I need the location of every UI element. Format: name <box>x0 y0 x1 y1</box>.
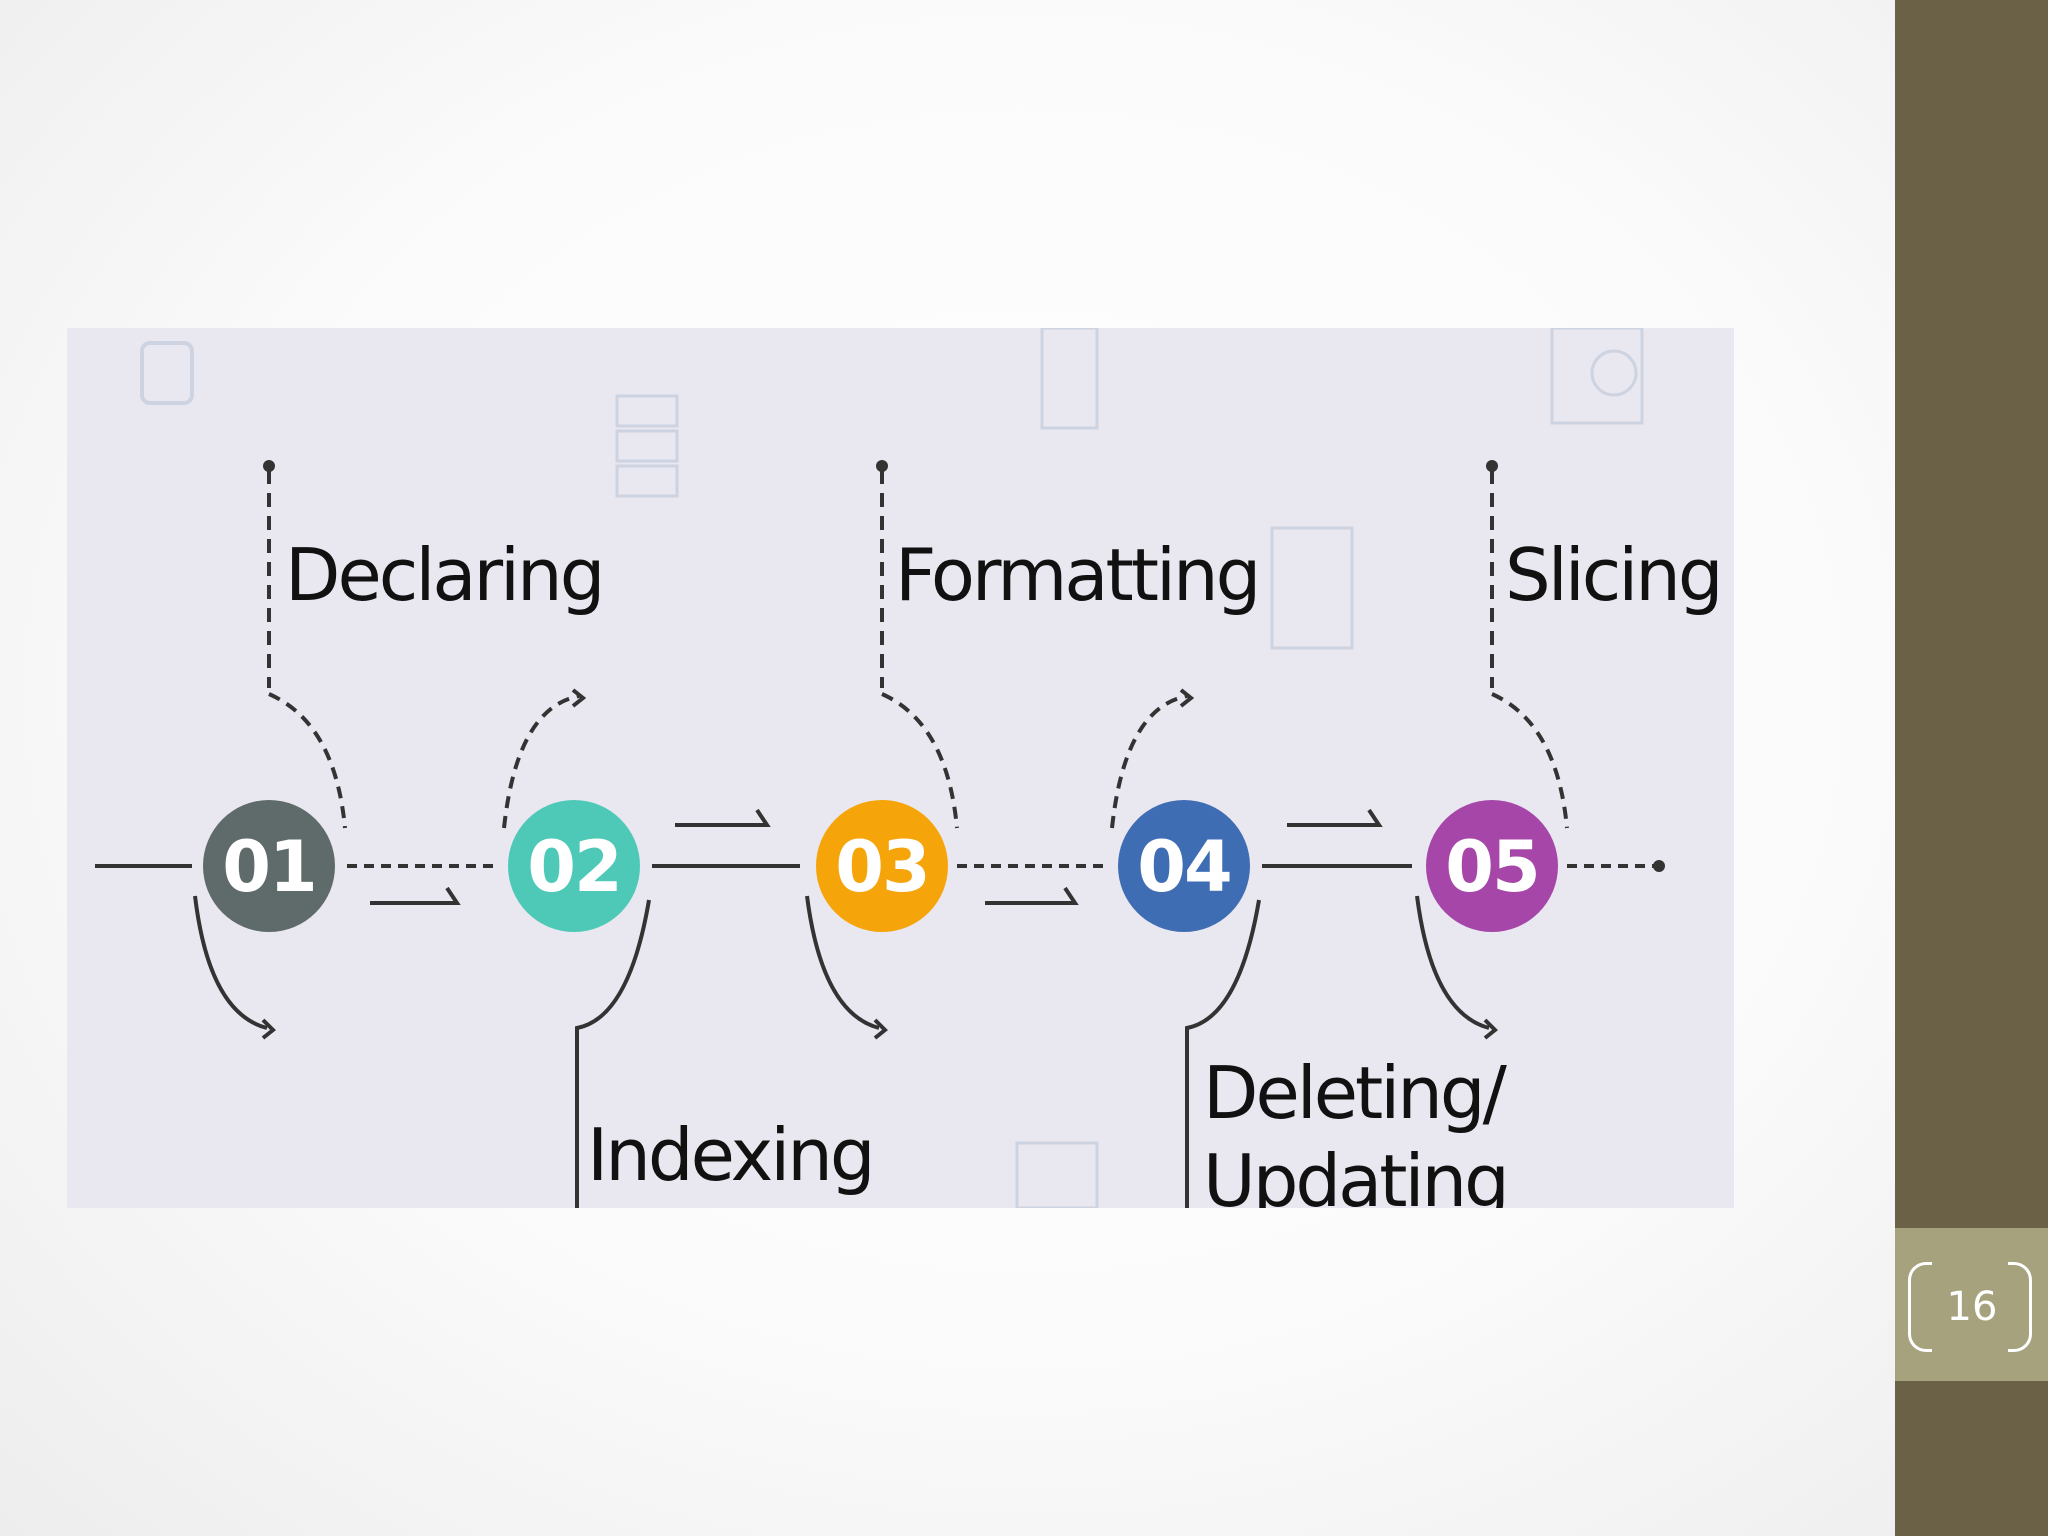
arc-dashed <box>268 692 347 829</box>
window-icon <box>615 429 679 463</box>
step-05-circle <box>1426 800 1558 932</box>
window-icon <box>615 394 679 428</box>
step-03-number: 03 <box>835 826 928 908</box>
background-decor-icons <box>140 328 1644 1208</box>
step-01-label: Declaring <box>285 533 602 617</box>
step-03-label: Formatting <box>895 533 1258 617</box>
document-icon <box>1040 328 1099 430</box>
step-05-label: Slicing <box>1505 533 1721 617</box>
page-number: 16 <box>1946 1284 1998 1330</box>
bracket-right-decoration <box>2008 1262 2032 1352</box>
bracket-left-decoration <box>1908 1262 1932 1352</box>
callout-dot <box>263 460 275 472</box>
chip-icon <box>140 341 194 405</box>
step-01-circle <box>203 800 335 932</box>
step-04: 04 Deleting/ Updating <box>1110 688 1511 1208</box>
step-04-label-line2: Updating <box>1203 1139 1507 1208</box>
window-icon <box>615 464 679 498</box>
step-04-number: 04 <box>1137 826 1230 908</box>
arc-solid <box>805 895 880 1030</box>
arrow-2 <box>675 808 771 827</box>
step-02: 02 Indexing <box>502 688 876 1208</box>
arc-dashed <box>502 694 580 829</box>
window-icon <box>1015 1141 1099 1208</box>
step-03-circle <box>816 800 948 932</box>
arrow-3 <box>985 886 1079 905</box>
step-02-number: 02 <box>527 826 620 908</box>
arc-dashed <box>881 692 959 829</box>
flow-arrows <box>370 808 1383 905</box>
arrow-1 <box>370 886 461 905</box>
arc-solid <box>193 895 268 1030</box>
arrow-4 <box>1287 808 1383 827</box>
end-dot <box>1653 860 1665 872</box>
arc-arrowhead <box>1483 1018 1498 1040</box>
diagram-background <box>67 328 1734 1208</box>
process-diagram-svg: 01 Declaring 02 Indexing 03 <box>67 328 1734 1208</box>
arc-solid <box>1415 895 1490 1030</box>
arc-arrowhead <box>1179 688 1195 708</box>
page-number-box <box>1895 1228 2048 1381</box>
callout-line <box>575 899 651 1208</box>
process-diagram: 01 Declaring 02 Indexing 03 <box>67 328 1734 1208</box>
settings-icon <box>1550 328 1644 425</box>
arc-arrowhead <box>261 1018 276 1040</box>
step-01: 01 Declaring <box>193 460 605 1040</box>
step-05-number: 05 <box>1445 826 1538 908</box>
step-02-circle <box>508 800 640 932</box>
arc-dashed <box>1491 692 1569 829</box>
callout-dot <box>876 460 888 472</box>
step-04-circle <box>1118 800 1250 932</box>
slide: 01 Declaring 02 Indexing 03 <box>67 328 1734 1208</box>
gear-icon <box>1590 349 1638 397</box>
arc-arrowhead <box>571 688 587 708</box>
callout-line <box>1185 899 1261 1208</box>
callout-dot <box>1486 460 1498 472</box>
arc-arrowhead <box>873 1018 888 1040</box>
step-01-number: 01 <box>222 826 315 908</box>
step-04-label: Deleting/ <box>1203 1051 1508 1135</box>
hierarchy-icon <box>1270 526 1354 650</box>
step-03: 03 Formatting <box>805 460 1261 1040</box>
step-05: 05 Slicing <box>1415 460 1724 1040</box>
step-02-label: Indexing <box>587 1113 873 1197</box>
arc-dashed <box>1110 694 1188 829</box>
